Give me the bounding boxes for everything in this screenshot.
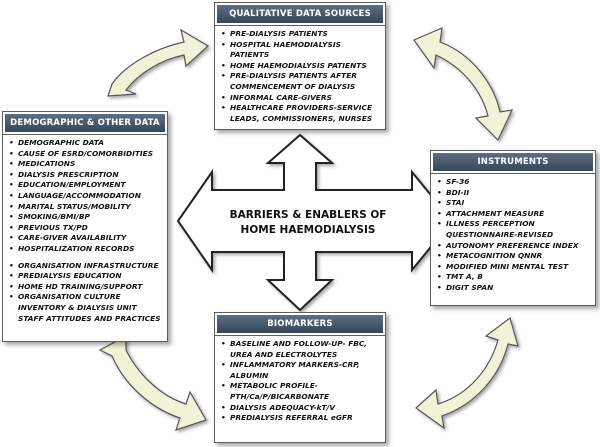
- list-item: PREDIALYSIS EDUCATION: [9, 271, 163, 282]
- list-item: MARITAL STATUS/MOBILITY: [9, 202, 163, 213]
- instruments-box: INSTRUMENTS SF-36 BDI-II STAI ATTACHMENT…: [430, 150, 596, 306]
- curved-arrow-bottom-right: [415, 316, 519, 430]
- biomarkers-box: BIOMARKERS BASELINE AND FOLLOW-UP- FBC, …: [214, 312, 386, 443]
- central-four-way-arrow: [176, 133, 454, 312]
- list-item: BASELINE AND FOLLOW-UP- FBC, UREA AND EL…: [221, 339, 381, 360]
- list-item: SMOKING/BMI/BP: [9, 212, 163, 223]
- center-label-line1: BARRIERS & ENABLERS OF: [229, 209, 387, 221]
- list-item: ORGANISATION CULTURE INVENTORY & DIALYSI…: [9, 292, 163, 324]
- list-item: METABOLIC PROFILE-PTH/Ca/P/BICARBONATE: [221, 381, 381, 402]
- list-item: INFLAMMATORY MARKERS-CRP, ALBUMIN: [221, 360, 381, 381]
- list-item: BDI-II: [437, 188, 591, 199]
- list-item: PRE-DIALYSIS PATIENTS AFTER COMMENCEMENT…: [221, 71, 381, 92]
- list-item: METACOGNITION QNNR: [437, 251, 591, 262]
- demographic-item-list: DEMOGRAPHIC DATA CAUSE OF ESRD/COMORBIDI…: [3, 134, 167, 326]
- biomarkers-item-list: BASELINE AND FOLLOW-UP- FBC, UREA AND EL…: [215, 335, 385, 426]
- list-item: MODIFIED MINI MENTAL TEST: [437, 262, 591, 273]
- list-item: AUTONOMY PREFERENCE INDEX: [437, 241, 591, 252]
- list-item: PREDIALYSIS REFERRAL eGFR: [221, 413, 381, 424]
- list-item: DEMOGRAPHIC DATA: [9, 138, 163, 149]
- center-label-line2: HOME HAEMODIALYSIS: [240, 224, 376, 236]
- demographic-other-data-box: DEMOGRAPHIC & OTHER DATA DEMOGRAPHIC DAT…: [2, 111, 168, 342]
- qualitative-item-list: PRE-DIALYSIS PATIENTS HOSPITAL HAEMODIAL…: [215, 25, 385, 126]
- list-item: HOSPITALIZATION RECORDS: [9, 244, 163, 255]
- list-item: INFORMAL CARE-GIVERS: [221, 93, 381, 104]
- list-item: EDUCATION/EMPLOYMENT: [9, 180, 163, 191]
- list-item: ORGANISATION INFRASTRUCTURE: [9, 261, 163, 272]
- list-item: DIGIT SPAN: [437, 283, 591, 294]
- list-item: MEDICATIONS: [9, 159, 163, 170]
- list-item: DIALYSIS ADEQUACY-kT/V: [221, 403, 381, 414]
- list-item: DIALYSIS PRESCRIPTION: [9, 170, 163, 181]
- list-item: HOME HD TRAINING/SUPPORT: [9, 282, 163, 293]
- box-title: QUALITATIVE DATA SOURCES: [214, 2, 386, 26]
- list-item: SF-36: [437, 177, 591, 188]
- box-title: INSTRUMENTS: [430, 150, 596, 174]
- list-item: LANGUAGE/ACCOMMODATION: [9, 191, 163, 202]
- box-title: DEMOGRAPHIC & OTHER DATA: [2, 111, 168, 135]
- list-item: PREVIOUS TX/PD: [9, 223, 163, 234]
- instruments-item-list: SF-36 BDI-II STAI ATTACHMENT MEASURE ILL…: [431, 173, 595, 296]
- curved-arrow-top-right: [413, 27, 514, 142]
- list-item: HEALTHCARE PROVIDERS-SERVICE LEADS, COMM…: [221, 103, 381, 124]
- qualitative-data-sources-box: QUALITATIVE DATA SOURCES PRE-DIALYSIS PA…: [214, 2, 386, 130]
- list-item: PRE-DIALYSIS PATIENTS: [221, 29, 381, 40]
- list-item: ATTACHMENT MEASURE: [437, 209, 591, 220]
- list-item: STAI: [437, 198, 591, 209]
- box-title: BIOMARKERS: [214, 312, 386, 336]
- center-label: BARRIERS & ENABLERS OF HOME HAEMODIALYSI…: [218, 208, 398, 238]
- list-item: ILLNESS PERCEPTION QUESTIONNAIRE-REVISED: [437, 219, 591, 240]
- list-item: CAUSE OF ESRD/COMORBIDITIES: [9, 149, 163, 160]
- curved-arrow-top-left: [107, 28, 210, 97]
- list-item: HOSPITAL HAEMODIALYSIS PATIENTS: [221, 40, 381, 61]
- list-item: CARE-GIVER AVAILABILITY: [9, 233, 163, 244]
- list-item: HOME HAEMODIALYSIS PATIENTS: [221, 61, 381, 72]
- list-item: TMT A, B: [437, 272, 591, 283]
- curved-arrow-bottom-left: [98, 334, 207, 431]
